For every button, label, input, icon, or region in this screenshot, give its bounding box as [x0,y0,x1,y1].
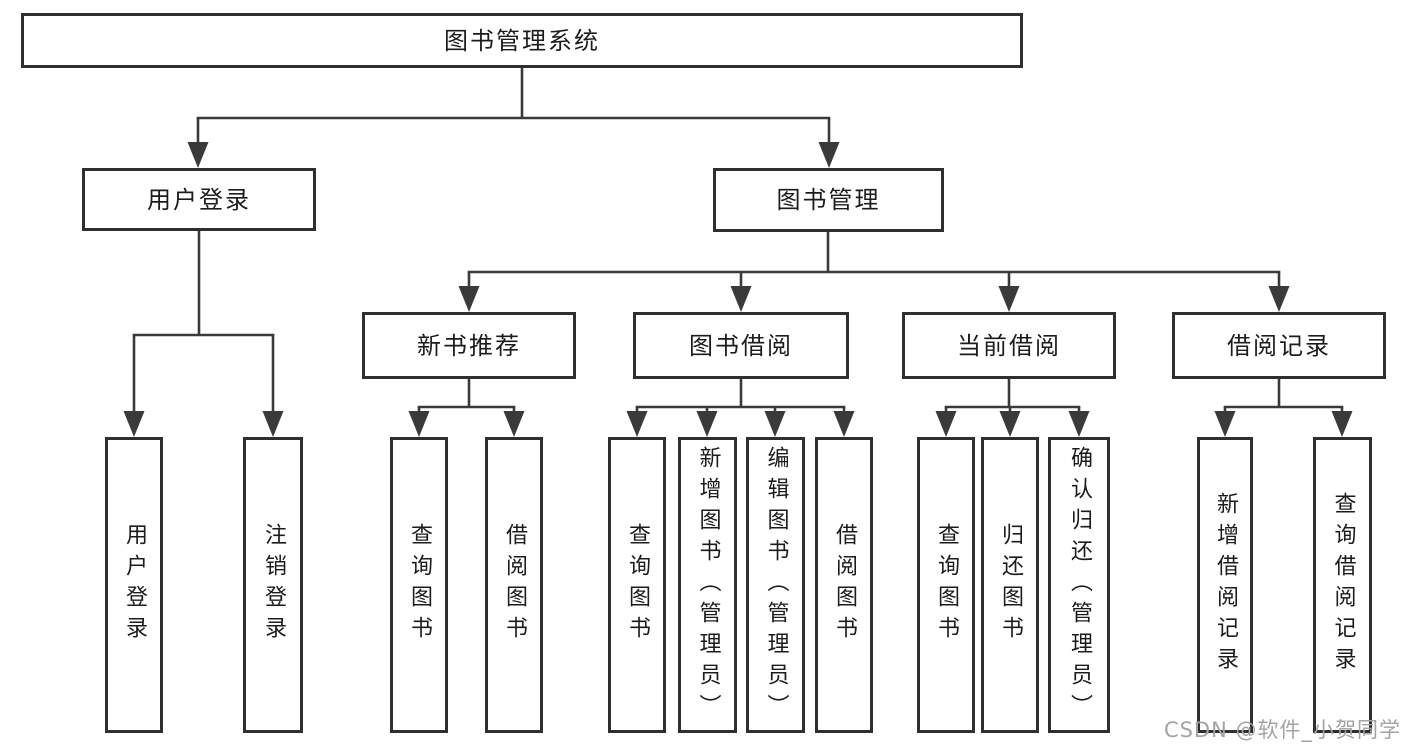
leaf-records-add-record: 新增借阅记录 [1197,437,1253,733]
leaf-records-query-record: 查询借阅记录 [1313,437,1372,733]
csdn-watermark: CSDN @软件_小贺同学 [1163,718,1401,742]
leaf-newbooks-borrow-books: 借阅图书 [485,437,543,733]
node-library-system: 图书管理系统 [21,13,1023,68]
node-user-login: 用户登录 [82,168,316,231]
leaf-user-login: 用户登录 [105,437,163,733]
leaf-logout: 注销登录 [243,437,303,733]
node-new-book-recommend: 新书推荐 [362,312,576,379]
leaf-borrowing-add-books-admin: 新增图书（管理员） [678,437,737,733]
leaf-borrowing-edit-books-admin: 编辑图书（管理员） [746,437,805,733]
leaf-newbooks-query-books: 查询图书 [390,437,448,733]
leaf-current-return-books: 归还图书 [981,437,1039,733]
node-borrow-records: 借阅记录 [1172,312,1386,379]
leaf-current-query-books: 查询图书 [917,437,975,733]
node-current-borrowing: 当前借阅 [902,312,1116,379]
node-book-management: 图书管理 [713,168,944,232]
leaf-borrowing-query-books: 查询图书 [608,437,666,733]
leaf-current-confirm-return-admin: 确认归还（管理员） [1048,437,1110,733]
node-book-borrowing: 图书借阅 [633,312,849,379]
leaf-borrowing-borrow-books: 借阅图书 [815,437,873,733]
